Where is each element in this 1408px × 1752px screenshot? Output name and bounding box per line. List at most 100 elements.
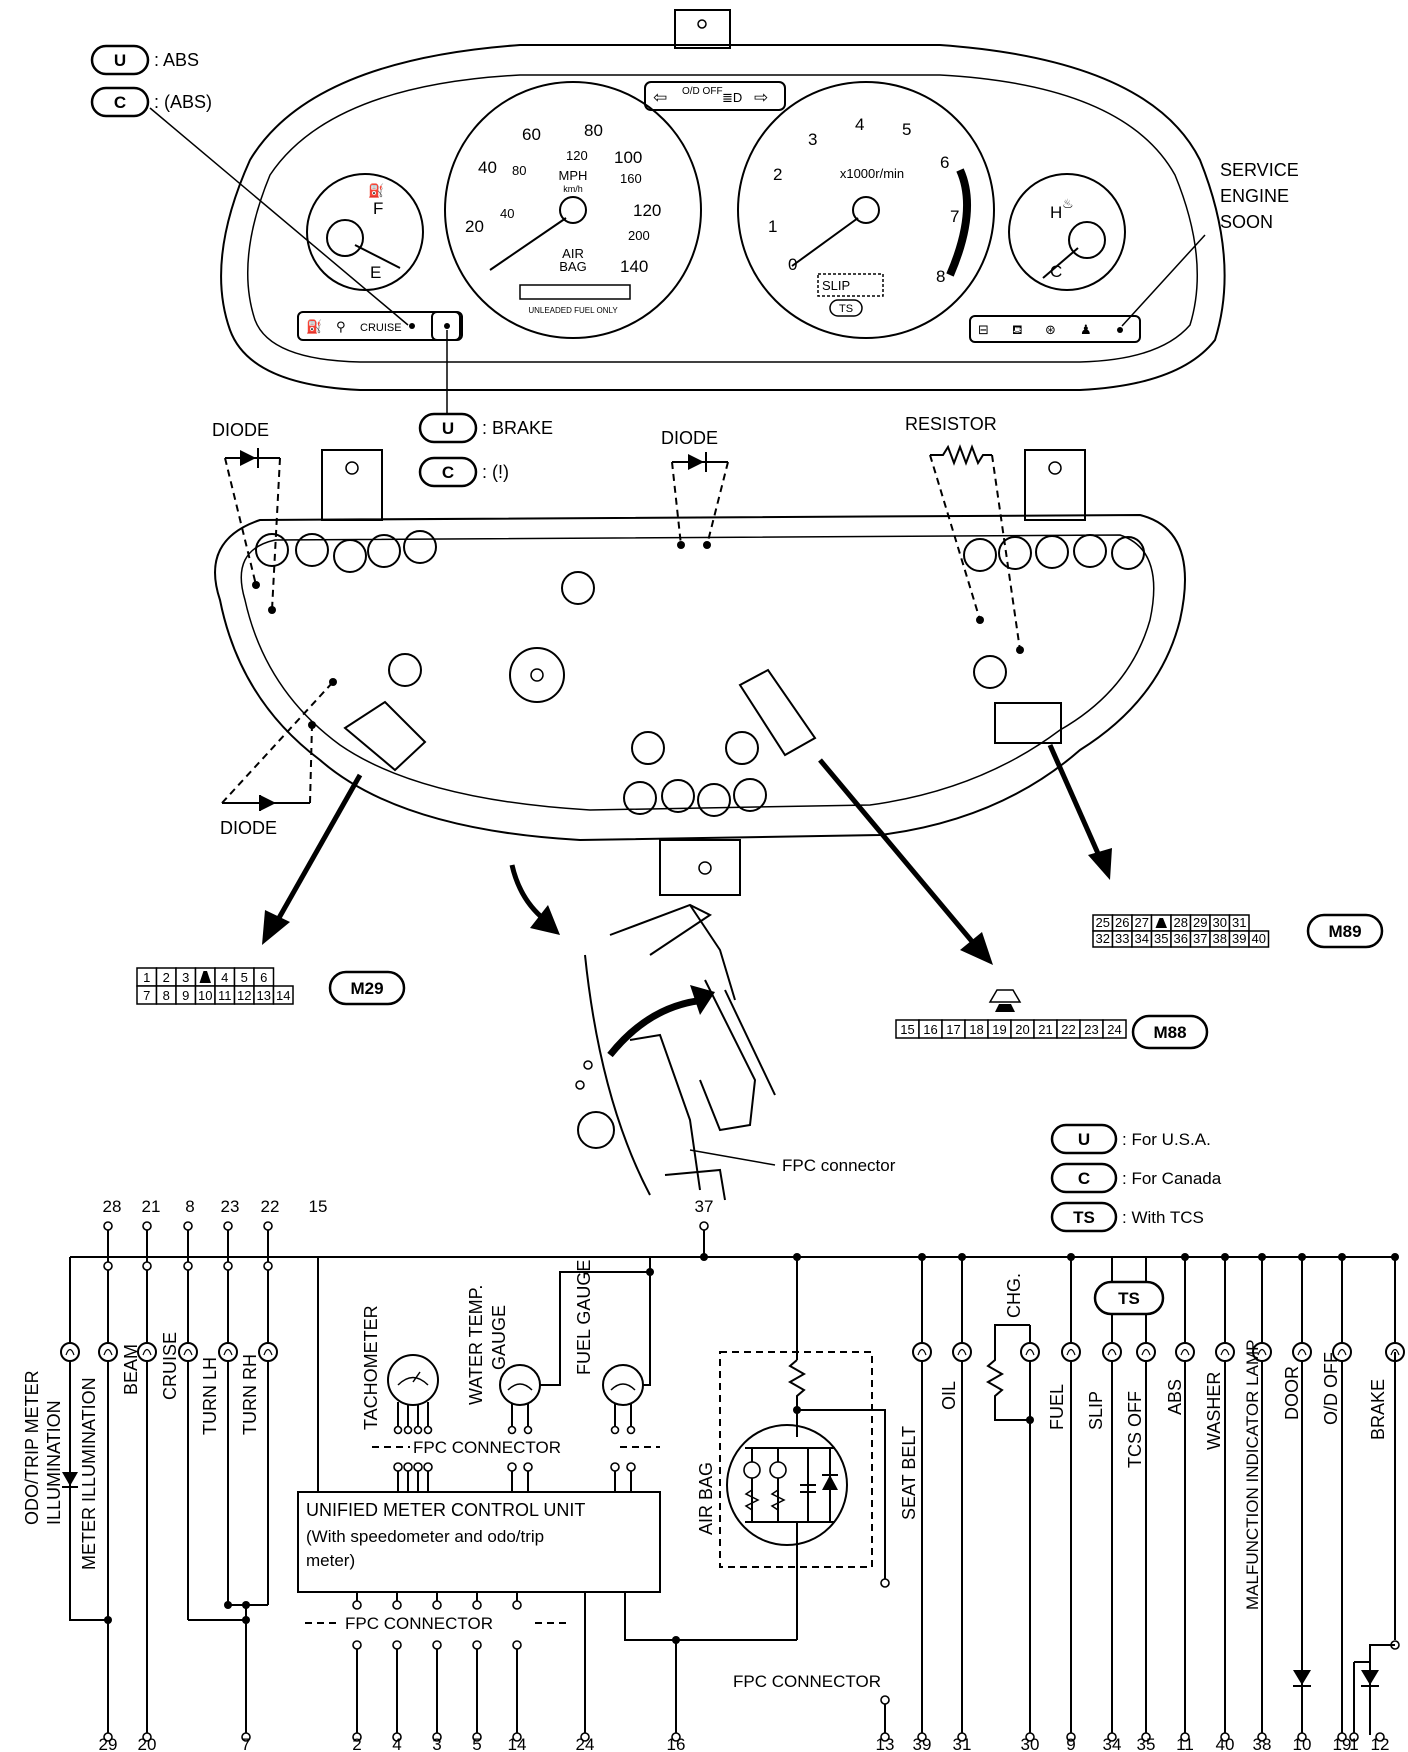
bulb-socket <box>733 778 767 812</box>
diode-bottom-symbol <box>260 795 276 811</box>
bus-junction <box>1258 1253 1266 1261</box>
connector-pin: 12 <box>237 988 251 1003</box>
speedo-tick-20: 20 <box>465 217 484 236</box>
bulb-icon <box>1175 1342 1195 1362</box>
legend-region: U : For U.S.A. C : For Canada TS : With … <box>1050 1123 1222 1233</box>
label-fuel-gauge: FUEL GAUGE <box>574 1260 594 1375</box>
detail-curved-arrow-head <box>690 985 715 1015</box>
speedo-air-bag-1: AIR <box>562 246 584 261</box>
m88-id: M88 <box>1153 1023 1186 1042</box>
service-engine-line3: SOON <box>1220 212 1273 232</box>
washer-icon: ⊛ <box>1045 322 1056 337</box>
top-pins: 28 21 8 23 22 15 37 <box>103 1197 714 1216</box>
tach-tick-4: 4 <box>855 115 864 134</box>
bulb-filament <box>183 1348 193 1356</box>
bottom-pin-terminal <box>1107 1732 1117 1742</box>
bulb-icon <box>1292 1342 1312 1362</box>
connector-pin: 33 <box>1115 931 1129 946</box>
bulb-icon <box>258 1342 278 1362</box>
bottom-pin-label: 7 <box>241 1735 250 1752</box>
bottom-pin-label: 20 <box>138 1735 157 1752</box>
rear-housing-inner <box>240 534 1155 811</box>
high-beam-icon: ≣D <box>722 90 742 105</box>
m89-pill <box>1306 913 1384 949</box>
bottom-pin-label: 5 <box>472 1735 481 1752</box>
tachometer-redline <box>946 168 972 277</box>
diode-center-pin2 <box>703 541 711 549</box>
abs-leader-line <box>149 107 409 326</box>
rear-right-bracket-hole <box>1048 461 1062 475</box>
connector-cell <box>1248 930 1270 948</box>
label-water-temp-1: WATER TEMP. <box>466 1285 486 1405</box>
connector-key-icon <box>199 971 211 983</box>
connector-pin: 26 <box>1115 915 1129 930</box>
cruise-indicator: CRUISE <box>360 322 402 334</box>
connector-pin: 31 <box>1232 915 1246 930</box>
bus-junction <box>918 1253 926 1261</box>
seatbelt-icon: ⚲ <box>336 319 346 334</box>
label-tcs-off: TCS OFF <box>1125 1391 1145 1468</box>
bulb-socket <box>1111 536 1145 570</box>
bottom-pin-label: 39 <box>913 1735 932 1752</box>
speedo-tick-60: 60 <box>522 125 541 144</box>
tach-unit: x1000r/min <box>840 166 904 181</box>
bulb-filament <box>142 1348 152 1356</box>
tach-ts: TS <box>839 303 853 315</box>
bulb-socket <box>697 783 731 817</box>
temp-gauge-wire <box>540 1257 651 1386</box>
connector-key-icon <box>1155 918 1167 928</box>
legend-u-code: U <box>114 51 126 70</box>
fpc-right-term-bottom <box>880 1695 890 1705</box>
connector-pin: 3 <box>182 970 189 985</box>
bulb-socket <box>333 539 367 573</box>
bottom-pin-label: 19 <box>1333 1735 1352 1752</box>
top-pin-terminal <box>263 1261 273 1271</box>
fpc-top-term <box>393 1462 403 1472</box>
label-air-bag: AIR BAG <box>696 1462 716 1535</box>
brake-to-pin12 <box>1369 1644 1395 1735</box>
bulb-filament <box>1257 1348 1267 1356</box>
m29-pill <box>328 970 406 1006</box>
diode-top-left-pin1 <box>252 581 260 589</box>
turn-left-icon: ⇦ <box>653 88 667 107</box>
bulb-icon <box>218 1342 238 1362</box>
speedo-tick-100: 100 <box>614 148 642 167</box>
temp-gauge-needle <box>1042 247 1079 279</box>
bottom-pin-terminal <box>241 1732 251 1742</box>
connector-pin: 29 <box>1193 915 1207 930</box>
diode-top-left-symbol <box>240 450 256 466</box>
temp-gauge-hub <box>1068 221 1106 259</box>
bulb-icon <box>1102 1342 1122 1362</box>
bulb-socket <box>973 655 1007 689</box>
speedometer-face <box>444 81 702 339</box>
detail-edge-left <box>584 954 651 1196</box>
label-oil: OIL <box>939 1381 959 1410</box>
bottom-pin-terminal <box>671 1732 681 1742</box>
legend-abs: U : ABS C : (ABS) <box>90 44 212 118</box>
bottom-pin-terminal <box>1257 1732 1267 1742</box>
connector-pin: 19 <box>992 1022 1006 1037</box>
fuel-gauge-needle <box>354 244 401 269</box>
rear-right-bracket <box>1024 449 1086 521</box>
fpc-top-term <box>413 1462 423 1472</box>
brake-c-code: C <box>442 463 454 482</box>
top-pin-open-terminal <box>183 1221 193 1231</box>
temp-gauge-circle <box>499 1364 541 1406</box>
charge-icon: ⊟ <box>978 322 989 337</box>
connector-pin: 17 <box>946 1022 960 1037</box>
bottom-pin-terminal <box>142 1732 152 1742</box>
connector-pin: 1 <box>143 970 150 985</box>
bus-junction <box>1221 1253 1229 1261</box>
connector-pin: 32 <box>1096 931 1110 946</box>
bulb-filament <box>103 1348 113 1356</box>
bulb-filament <box>263 1348 273 1356</box>
label-turn-lh: TURN LH <box>200 1357 220 1435</box>
cruise-junction <box>242 1616 250 1624</box>
connector-pin: 2 <box>163 970 170 985</box>
bulb-icon <box>178 1342 198 1362</box>
bottom-pin-label: 9 <box>1066 1735 1075 1752</box>
odometer-window <box>519 284 631 300</box>
bulb-icon <box>952 1342 972 1362</box>
